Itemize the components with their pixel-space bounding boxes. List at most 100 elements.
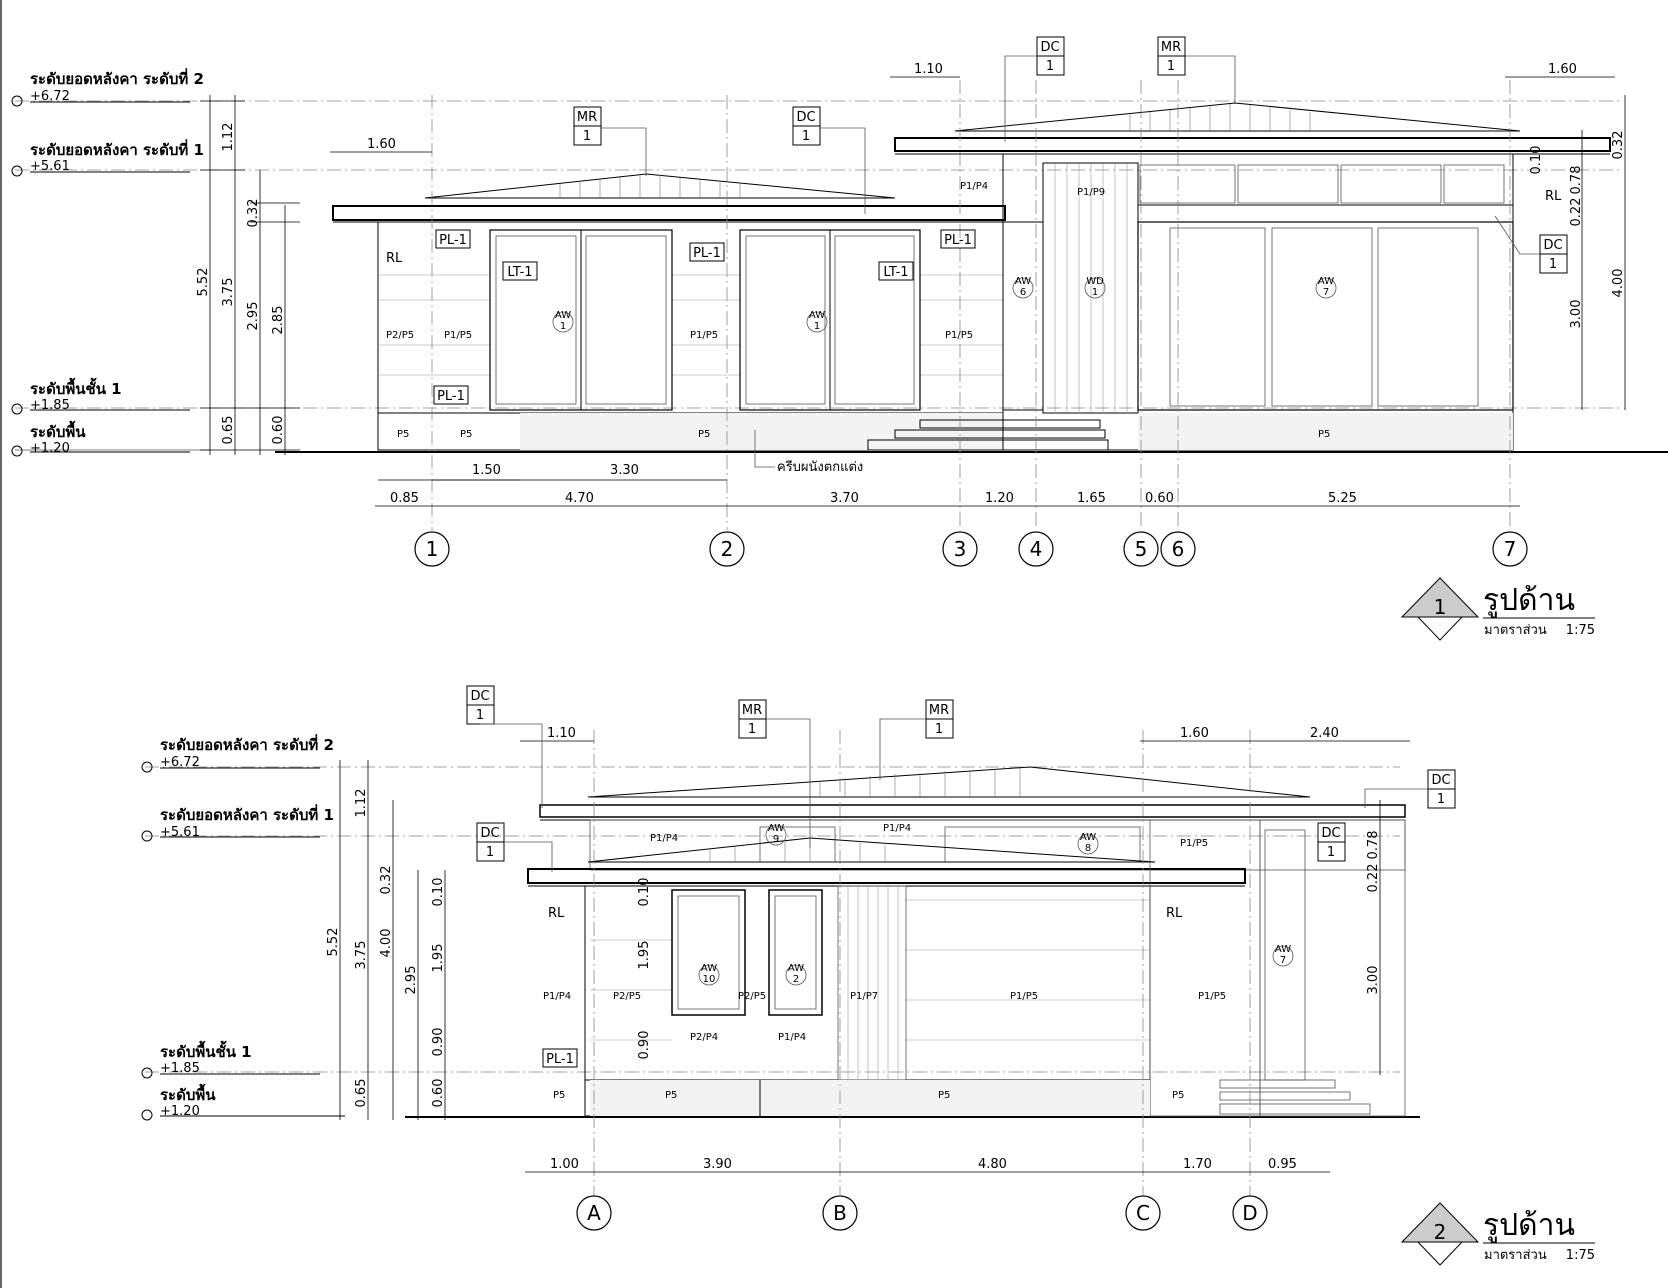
grid-bubble-d: D [1232,1195,1268,1231]
svg-text:1.60: 1.60 [367,137,396,152]
material-tag: P1/P5 [1180,838,1208,849]
svg-text:1.12: 1.12 [221,123,236,152]
right-dimensions: 0.78 0.22 3.00 [1366,800,1381,1075]
material-tag: P2/P5 [386,330,414,341]
svg-text:PL-1: PL-1 [944,233,972,248]
svg-text:0.60: 0.60 [271,416,286,445]
svg-text:3.00: 3.00 [1569,300,1584,329]
tag-lt-2: LT-1 [878,261,914,281]
svg-text:LT-1: LT-1 [883,265,908,280]
svg-text:1.10: 1.10 [914,62,943,77]
opening-tag-wd-1: WD 1 [1084,276,1106,299]
grid-bubble-2: 2 [709,531,745,567]
svg-text:ระดับพื้น: ระดับพื้น [30,420,86,441]
facade-right [867,153,1514,451]
tag-pl-2: PL-1 [689,242,725,262]
svg-text:รูปด้าน: รูปด้าน [1483,583,1575,618]
opening-tag-aw-6: AW 6 [1012,276,1034,299]
svg-text:0.10: 0.10 [637,878,652,907]
grid-bubble-b: B [822,1195,858,1231]
bottom-dimensions: 1.00 3.90 4.80 1.70 0.95 [525,1157,1330,1173]
svg-text:รูปด้าน: รูปด้าน [1483,1208,1575,1243]
material-tag: P1/P4 [543,991,571,1002]
svg-text:ระดับพื้นชั้น 1: ระดับพื้นชั้น 1 [160,1040,252,1061]
svg-text:1: 1 [802,129,810,144]
svg-text:0.95: 0.95 [1268,1157,1297,1172]
svg-text:DC: DC [470,689,489,704]
svg-text:LT-1: LT-1 [507,265,532,280]
tag-rl-right: RL [1166,906,1183,921]
svg-text:5.52: 5.52 [326,928,341,957]
left-dimension-chains: 1.12 5.52 3.75 0.32 2.95 2.85 0.65 0.60 [196,95,300,455]
opening-tag-aw-10: AW 10 [698,963,720,986]
tag-mr-top: MR 1 [1157,36,1236,104]
grid-lines [593,730,1251,1195]
svg-text:0.32: 0.32 [379,866,394,895]
svg-text:0.32: 0.32 [246,199,261,228]
svg-text:DC: DC [1321,826,1340,841]
svg-text:PL-1: PL-1 [439,233,467,248]
grid-bubble-c: C [1125,1195,1161,1231]
svg-text:1: 1 [560,321,566,332]
svg-text:+1.20: +1.20 [30,441,70,456]
grid-lines [431,80,1511,530]
svg-text:3.70: 3.70 [830,491,859,506]
tag-dc-top: DC 1 [1004,36,1065,142]
svg-text:0.90: 0.90 [637,1031,652,1060]
tag-dc-right: DC 1 [1494,215,1568,274]
svg-text:0.90: 0.90 [431,1028,446,1057]
svg-text:PL-1: PL-1 [693,246,721,261]
opening-tag-aw-8: AW 8 [1077,832,1099,855]
svg-text:0.78: 0.78 [1366,831,1381,860]
material-tag: P1/P4 [883,823,911,834]
svg-text:0.65: 0.65 [221,416,236,445]
grid-bubble-4: 4 [1018,531,1054,567]
tag-dc-left: DC 1 [792,106,866,214]
svg-text:AW: AW [555,310,571,321]
material-tag: P1/P4 [960,181,988,192]
elevation-2: ระดับยอดหลังคา ระดับที่ 2 +6.72 ระดับยอด… [141,685,1595,1266]
svg-text:+1.85: +1.85 [30,398,70,413]
level-label-roof2: ระดับยอดหลังคา ระดับที่ 2 +6.72 [11,68,204,107]
level-marker [141,1067,153,1079]
svg-text:AW: AW [1080,832,1096,843]
svg-text:MR: MR [929,703,949,718]
svg-text:7: 7 [1504,537,1517,561]
svg-text:0.78: 0.78 [1569,166,1584,195]
svg-text:1: 1 [583,129,591,144]
svg-text:1: 1 [476,708,484,723]
svg-text:1: 1 [1549,257,1557,272]
svg-text:4: 4 [1030,537,1043,561]
level-marker [141,1109,153,1121]
material-tag: P1/P5 [444,330,472,341]
tag-rl-left: RL [548,906,565,921]
tag-mr-left: MR 1 [573,106,647,176]
opening-tag-aw-1b: AW 1 [806,310,828,333]
svg-text:3.90: 3.90 [703,1157,732,1172]
svg-text:2: 2 [1434,1220,1447,1244]
svg-text:0.32: 0.32 [1611,131,1626,160]
tag-mr-2: MR 1 [879,699,954,780]
svg-text:3.75: 3.75 [354,941,369,970]
svg-text:DC: DC [480,826,499,841]
material-tag: P2/P4 [690,1032,718,1043]
svg-text:1.95: 1.95 [637,941,652,970]
svg-text:+1.20: +1.20 [160,1104,200,1119]
svg-text:ระดับยอดหลังคา ระดับที่ 2: ระดับยอดหลังคา ระดับที่ 2 [160,734,334,754]
level-marker [141,761,153,773]
svg-text:3.00: 3.00 [1366,966,1381,995]
svg-text:+1.85: +1.85 [160,1061,200,1076]
svg-text:ระดับยอดหลังคา ระดับที่ 1: ระดับยอดหลังคา ระดับที่ 1 [160,804,334,824]
svg-text:3: 3 [954,537,967,561]
material-tag: P1/P5 [690,330,718,341]
opening-tag-aw-2: AW 2 [785,963,807,986]
svg-text:7: 7 [1280,955,1286,966]
grid-bubble-1: 1 [414,531,450,567]
svg-text:0.60: 0.60 [1145,491,1174,506]
material-tag: P1/P5 [1010,991,1038,1002]
svg-text:1.70: 1.70 [1183,1157,1212,1172]
svg-text:3.75: 3.75 [221,278,236,307]
level-label-ground: ระดับพื้น +1.20 [141,1083,345,1121]
level-marker [11,403,23,415]
tag-pl-1: PL-1 [435,229,471,249]
